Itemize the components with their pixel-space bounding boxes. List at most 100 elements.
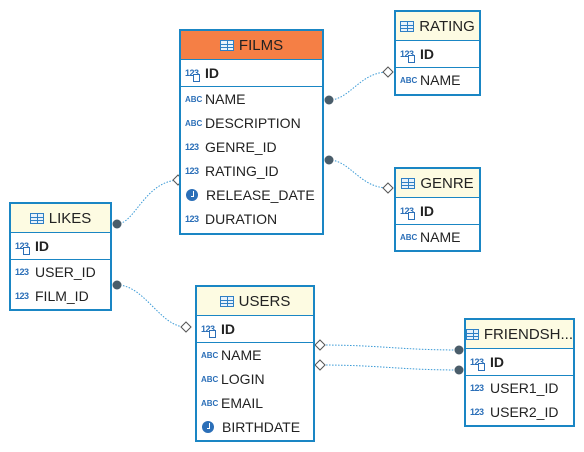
pk-endpoint-diamond	[382, 182, 394, 194]
column-row[interactable]: 123 GENRE_ID	[181, 135, 322, 159]
primary-key-icon: 123	[400, 206, 417, 220]
column-name: RATING_ID	[205, 163, 279, 179]
column-name: NAME	[205, 91, 246, 107]
table-icon	[466, 328, 479, 340]
column-row[interactable]: 123 USER_ID	[11, 260, 110, 284]
number-type-icon: 123	[15, 291, 29, 301]
column-name: RELEASE_DATE	[206, 187, 315, 203]
friendship-table-header[interactable]: FRIENDSH...	[466, 320, 573, 349]
column-row[interactable]: ABC NAME	[396, 225, 479, 249]
films-table[interactable]: FILMS 123 ID ABC NAME ABC DESCRIPTION 12…	[179, 29, 324, 235]
friendship-table[interactable]: FRIENDSH... 123 ID 123 USER1_ID 123 USER…	[464, 318, 575, 427]
fk-endpoint	[112, 219, 122, 229]
column-row[interactable]: 123 USER2_ID	[466, 400, 573, 424]
table-icon	[401, 177, 416, 189]
table-icon	[29, 212, 44, 224]
column-name: USER_ID	[35, 264, 96, 280]
column-row[interactable]: ABC DESCRIPTION	[181, 111, 322, 135]
pk-column-row[interactable]: 123 ID	[197, 316, 313, 343]
clock-icon	[202, 421, 214, 433]
clock-icon	[186, 189, 198, 201]
column-row[interactable]: ABC NAME	[181, 87, 322, 111]
primary-key-icon: 123	[470, 357, 487, 371]
number-type-icon: 123	[185, 214, 199, 224]
number-type-icon: 123	[470, 407, 484, 417]
pk-endpoint-diamond	[382, 66, 394, 78]
fk-endpoint	[454, 345, 464, 355]
column-row[interactable]: BIRTHDATE	[197, 415, 313, 439]
number-type-icon: 123	[185, 142, 199, 152]
string-type-icon: ABC	[185, 94, 203, 104]
fk-endpoint	[454, 365, 464, 375]
pk-column-row[interactable]: 123 ID	[466, 349, 573, 376]
number-type-icon: 123	[185, 166, 199, 176]
table-title: USERS	[238, 292, 291, 310]
table-title: LIKES	[48, 209, 92, 227]
column-row[interactable]: 123 USER1_ID	[466, 376, 573, 400]
rating-table[interactable]: RATING 123 ID ABC NAME	[394, 10, 481, 96]
column-name: ID	[205, 65, 219, 81]
primary-key-icon: 123	[15, 241, 32, 255]
table-title: RATING	[419, 17, 475, 35]
string-type-icon: ABC	[400, 232, 418, 242]
films-table-header[interactable]: FILMS	[181, 31, 322, 60]
fk-endpoint	[324, 155, 334, 165]
column-row[interactable]: RELEASE_DATE	[181, 183, 322, 207]
column-name: LOGIN	[221, 371, 265, 387]
column-name: ID	[490, 354, 504, 370]
users-table-header[interactable]: USERS	[197, 287, 313, 316]
column-name: USER2_ID	[490, 404, 559, 420]
pk-endpoint-diamond	[180, 321, 192, 333]
table-title: GENRE	[420, 174, 474, 192]
rating-table-header[interactable]: RATING	[396, 12, 479, 41]
fk-endpoint	[112, 280, 122, 290]
column-row[interactable]: ABC NAME	[396, 68, 479, 92]
likes-table[interactable]: LIKES 123 ID 123 USER_ID 123 FILM_ID	[9, 202, 112, 311]
table-icon	[219, 295, 234, 307]
column-name: ID	[420, 46, 434, 62]
column-name: ID	[221, 321, 235, 337]
column-name: BIRTHDATE	[222, 419, 301, 435]
number-type-icon: 123	[470, 383, 484, 393]
table-title: FRIENDSH...	[483, 325, 573, 343]
string-type-icon: ABC	[185, 118, 203, 128]
table-title: FILMS	[238, 36, 284, 54]
column-name: FILM_ID	[35, 288, 89, 304]
pk-column-row[interactable]: 123 ID	[396, 41, 479, 68]
column-row[interactable]: 123 DURATION	[181, 207, 322, 231]
fk-endpoint	[324, 95, 334, 105]
pk-column-row[interactable]: 123 ID	[396, 198, 479, 225]
pk-endpoint-diamond	[314, 359, 326, 371]
column-row[interactable]: ABC NAME	[197, 343, 313, 367]
pk-column-row[interactable]: 123 ID	[181, 60, 322, 87]
genre-table-header[interactable]: GENRE	[396, 169, 479, 198]
column-row[interactable]: 123 RATING_ID	[181, 159, 322, 183]
genre-table[interactable]: GENRE 123 ID ABC NAME	[394, 167, 481, 252]
table-icon	[400, 20, 415, 32]
column-name: NAME	[221, 347, 262, 363]
string-type-icon: ABC	[201, 398, 219, 408]
column-name: GENRE_ID	[205, 139, 277, 155]
primary-key-icon: 123	[400, 49, 417, 63]
pk-column-row[interactable]: 123 ID	[11, 233, 110, 260]
column-row[interactable]: ABC LOGIN	[197, 367, 313, 391]
column-name: USER1_ID	[490, 380, 559, 396]
primary-key-icon: 123	[185, 68, 202, 82]
users-table[interactable]: USERS 123 ID ABC NAME ABC LOGIN ABC EMAI…	[195, 285, 315, 442]
string-type-icon: ABC	[201, 374, 219, 384]
likes-table-header[interactable]: LIKES	[11, 204, 110, 233]
primary-key-icon: 123	[201, 324, 218, 338]
column-name: DURATION	[205, 211, 278, 227]
pk-endpoint-diamond	[314, 339, 326, 351]
string-type-icon: ABC	[400, 75, 418, 85]
column-name: NAME	[420, 72, 461, 88]
column-name: ID	[35, 238, 49, 254]
column-row[interactable]: 123 FILM_ID	[11, 284, 110, 308]
number-type-icon: 123	[15, 267, 29, 277]
table-icon	[219, 39, 234, 51]
column-name: EMAIL	[221, 395, 264, 411]
column-name: NAME	[420, 229, 461, 245]
column-row[interactable]: ABC EMAIL	[197, 391, 313, 415]
column-name: ID	[420, 203, 434, 219]
